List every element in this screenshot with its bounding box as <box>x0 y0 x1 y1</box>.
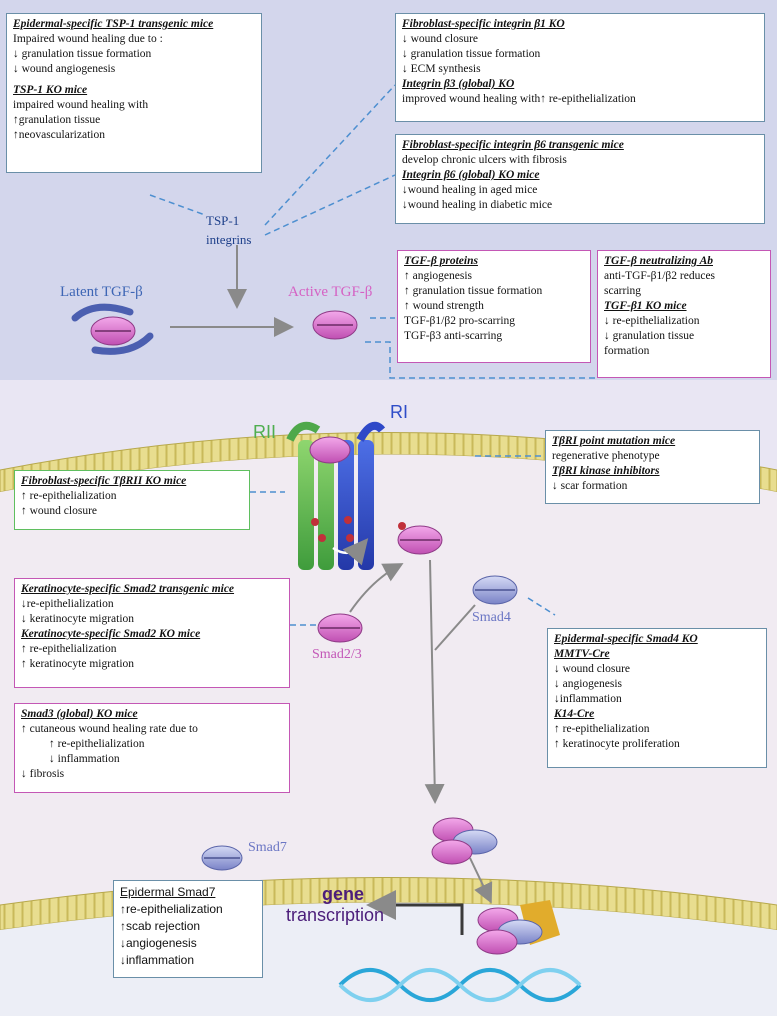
smad23-label: Smad2/3 <box>312 647 362 662</box>
box-smad3: Smad3 (global) KO mice ↑ cutaneous wound… <box>14 703 290 793</box>
box-smad7: Epidermal Smad7 ↑re-epithelialization ↑s… <box>113 880 263 978</box>
tsp1-label: TSP-1 <box>206 213 240 228</box>
active-tgf-label: Active TGF-β <box>288 284 373 300</box>
smad4-label: Smad4 <box>472 610 511 625</box>
box-tgf-proteins: TGF-β proteins ↑ angiogenesis ↑ granulat… <box>397 250 591 363</box>
active-tgf-beta-icon <box>312 310 358 340</box>
box-integrin-b6: Fibroblast-specific integrin β6 transgen… <box>395 134 765 224</box>
box-title: Epidermal-specific TSP-1 transgenic mice <box>13 18 214 30</box>
latent-tgf-label: Latent TGF-β <box>60 284 143 300</box>
box-tbrii: Fibroblast-specific TβRII KO mice ↑ re-e… <box>14 470 250 530</box>
dna-bound-complex-icon <box>476 900 560 955</box>
smad-complex-icon <box>431 817 498 865</box>
box-tbri: TβRI point mutation mice regenerative ph… <box>545 430 760 504</box>
box-tsp1: Epidermal-specific TSP-1 transgenic mice… <box>6 13 262 173</box>
integrins-label: integrins <box>206 232 252 247</box>
gene-label: gene <box>322 884 365 904</box>
box-tgf-antibody: TGF-β neutralizing Ab anti-TGF-β1/β2 red… <box>597 250 771 378</box>
latent-tgf-beta-icon <box>71 303 154 355</box>
transcription-label: transcription <box>286 905 385 925</box>
box-smad4: Epidermal-specific Smad4 KO MMTV-Cre ↓ w… <box>547 628 767 768</box>
dna-icon <box>338 968 582 1002</box>
ri-label: RI <box>390 402 408 422</box>
box-smad2: Keratinocyte-specific Smad2 transgenic m… <box>14 578 290 688</box>
smad7-label: Smad7 <box>248 840 287 855</box>
smad23-icon <box>317 613 363 643</box>
box-integrin-b1: Fibroblast-specific integrin β1 KO ↓ wou… <box>395 13 765 122</box>
receptor-complex-icon <box>286 421 386 570</box>
smad7-icon <box>201 845 243 871</box>
smad-phospho-icon <box>397 522 443 555</box>
smad4-icon <box>472 575 518 605</box>
connectors <box>149 84 598 626</box>
rii-label: RII <box>253 422 277 442</box>
